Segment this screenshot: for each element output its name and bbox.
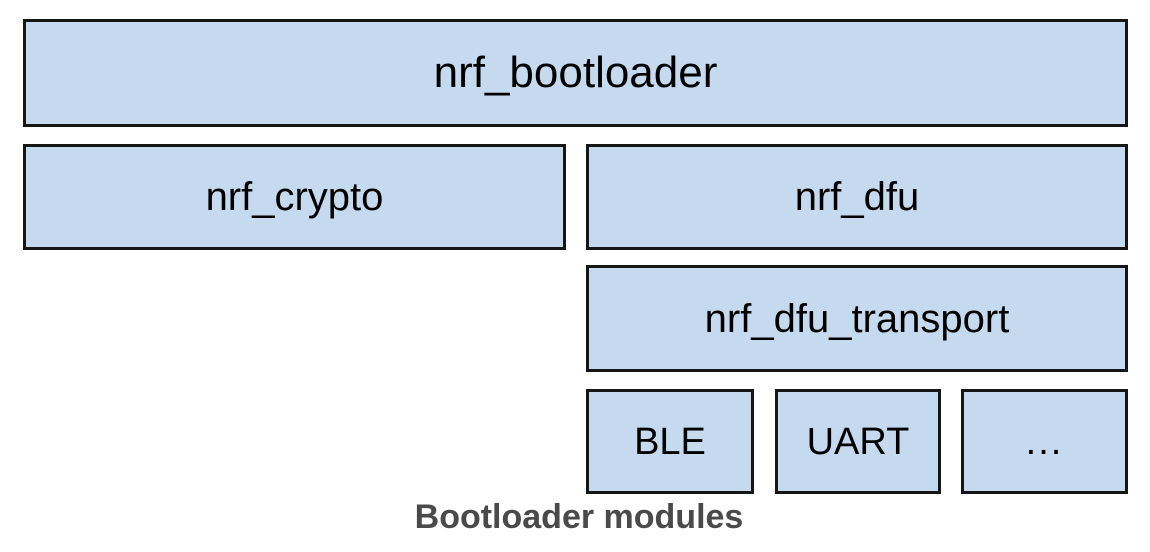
module-box-nrf-bootloader: nrf_bootloader: [23, 19, 1128, 127]
module-box-nrf-dfu: nrf_dfu: [586, 144, 1128, 250]
module-label-nrf-bootloader: nrf_bootloader: [433, 48, 718, 97]
diagram-caption: Bootloader modules: [414, 498, 744, 536]
module-box-transport-uart: UART: [775, 389, 941, 494]
module-box-nrf-crypto: nrf_crypto: [23, 144, 566, 250]
module-box-transport-ble: BLE: [586, 389, 754, 494]
module-label-transport-uart: UART: [806, 420, 910, 463]
module-label-nrf-dfu: nrf_dfu: [794, 175, 920, 219]
module-label-nrf-dfu-transport: nrf_dfu_transport: [704, 296, 1010, 341]
module-box-transport-more: ...: [961, 389, 1128, 494]
module-box-nrf-dfu-transport: nrf_dfu_transport: [586, 265, 1128, 372]
module-label-nrf-crypto: nrf_crypto: [205, 175, 384, 219]
module-label-transport-ble: BLE: [634, 420, 706, 463]
module-label-transport-more: ...: [1025, 420, 1064, 463]
